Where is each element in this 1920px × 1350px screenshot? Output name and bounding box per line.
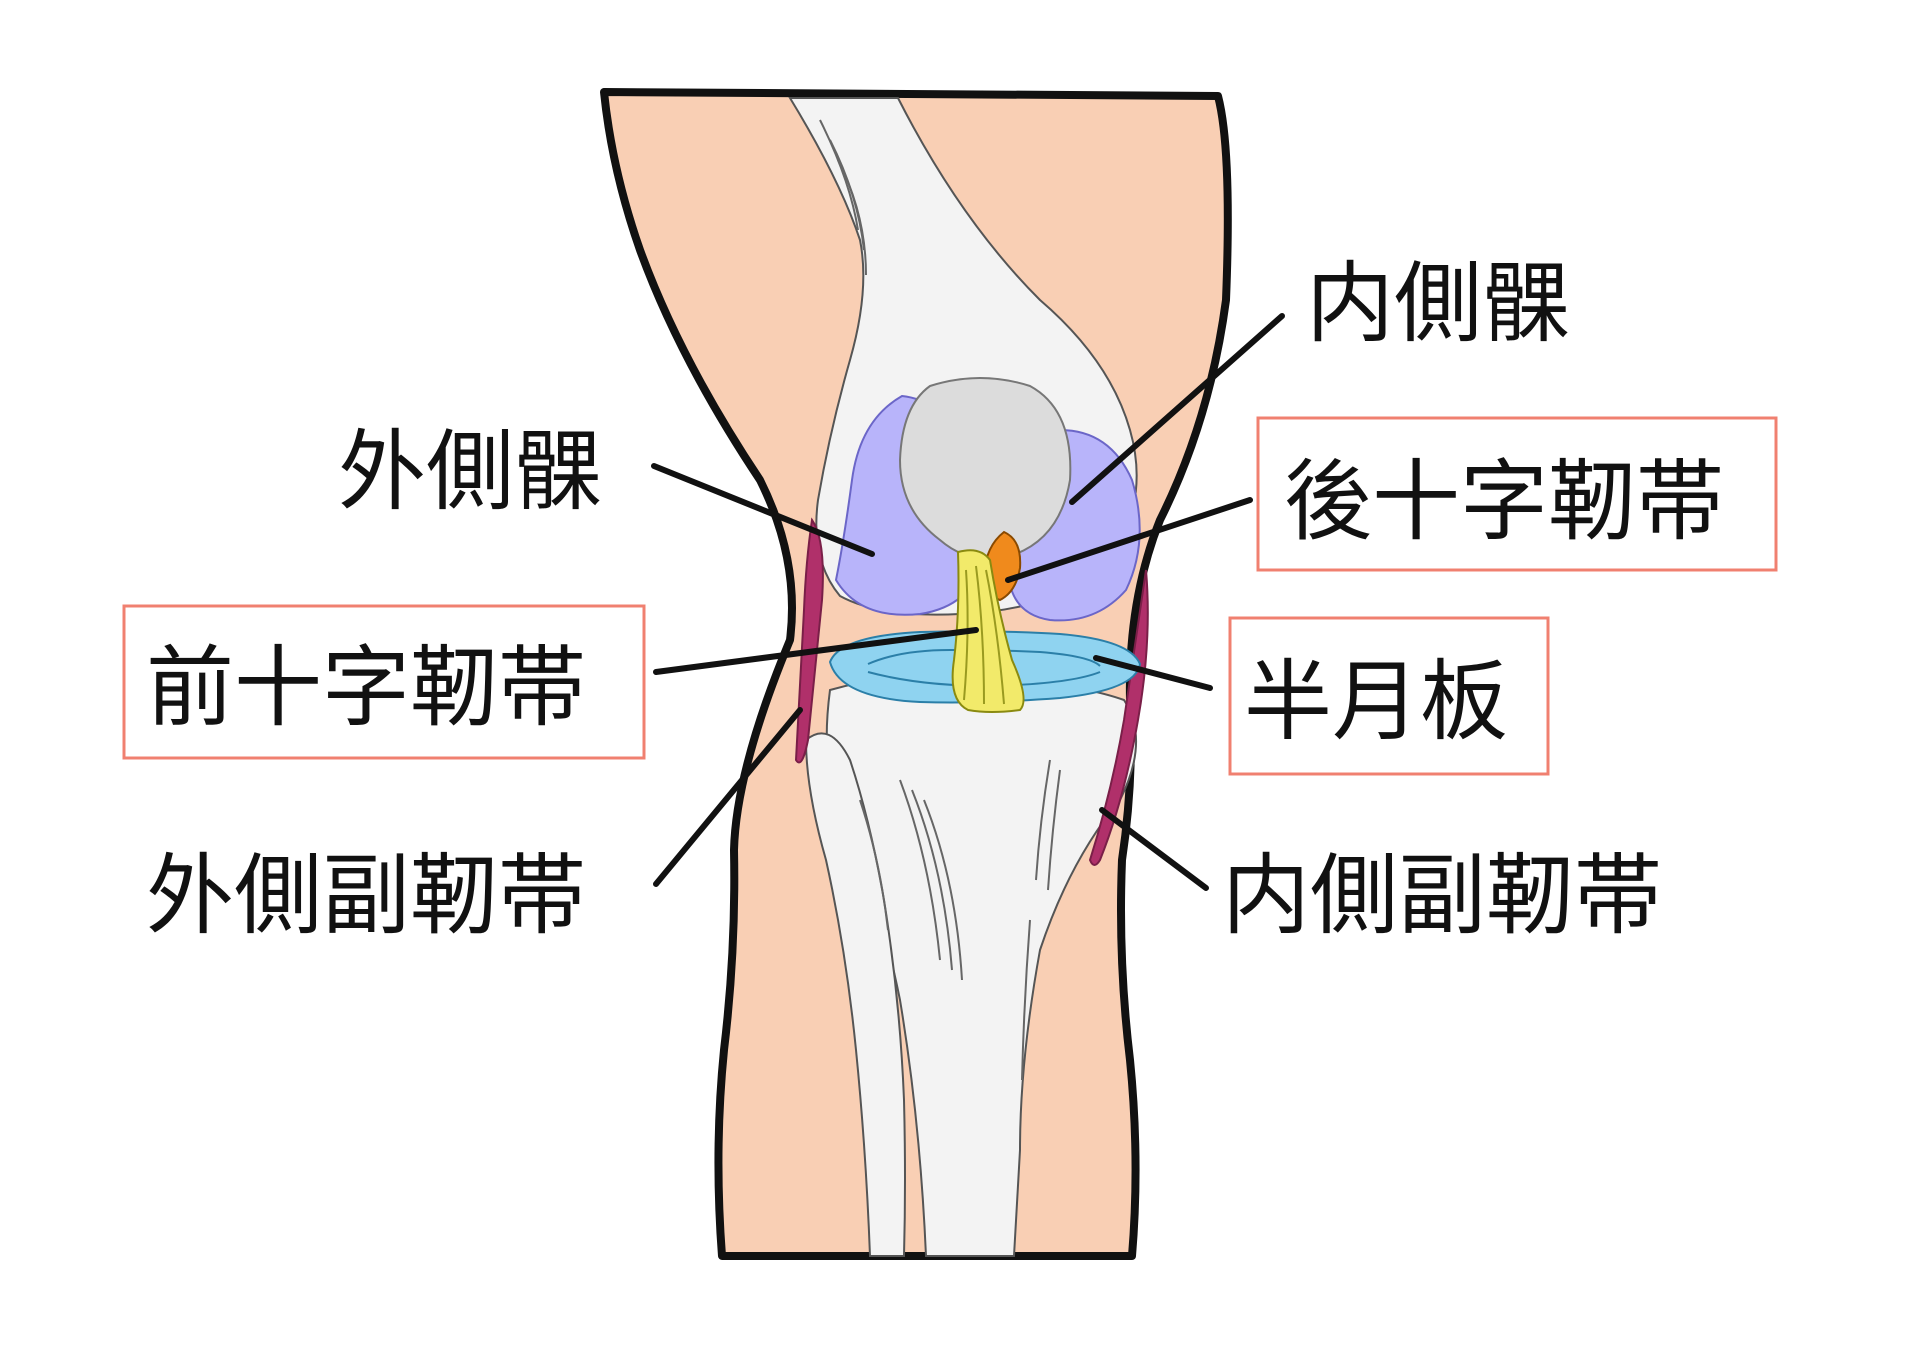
label-medial-condyle: 内側髁 [1306, 252, 1570, 355]
leader-line-mcl [1099, 807, 1209, 891]
label-acl: 前十字靭帯 [146, 636, 586, 739]
fibula-bone [804, 732, 906, 1257]
lateral-collateral-ligament [794, 517, 824, 764]
label-pcl: 後十字靭帯 [1284, 450, 1724, 553]
leader-line-lateral-condyle [651, 463, 875, 557]
femur-shading [819, 119, 867, 276]
leader-line-pcl [1005, 497, 1253, 583]
label-lateral-condyle: 外側髁 [338, 420, 602, 523]
leader-lines [651, 313, 1285, 891]
label-lcl: 外側副靭帯 [146, 844, 586, 947]
anterior-cruciate-ligament [951, 549, 1025, 713]
leader-line-lcl [653, 707, 803, 887]
pcl-label-box [1256, 416, 1778, 572]
medial-collateral-ligament [1088, 569, 1149, 866]
leader-line-medial-condyle [1069, 313, 1285, 505]
leader-line-acl [653, 627, 979, 675]
acl-label-box [122, 604, 646, 760]
tibia-shading [859, 759, 1061, 1081]
label-mcl: 内側副靭帯 [1222, 844, 1662, 947]
meniscus-label-box [1228, 616, 1550, 776]
leader-line-meniscus [1093, 655, 1213, 691]
label-meniscus: 半月板 [1244, 650, 1508, 753]
